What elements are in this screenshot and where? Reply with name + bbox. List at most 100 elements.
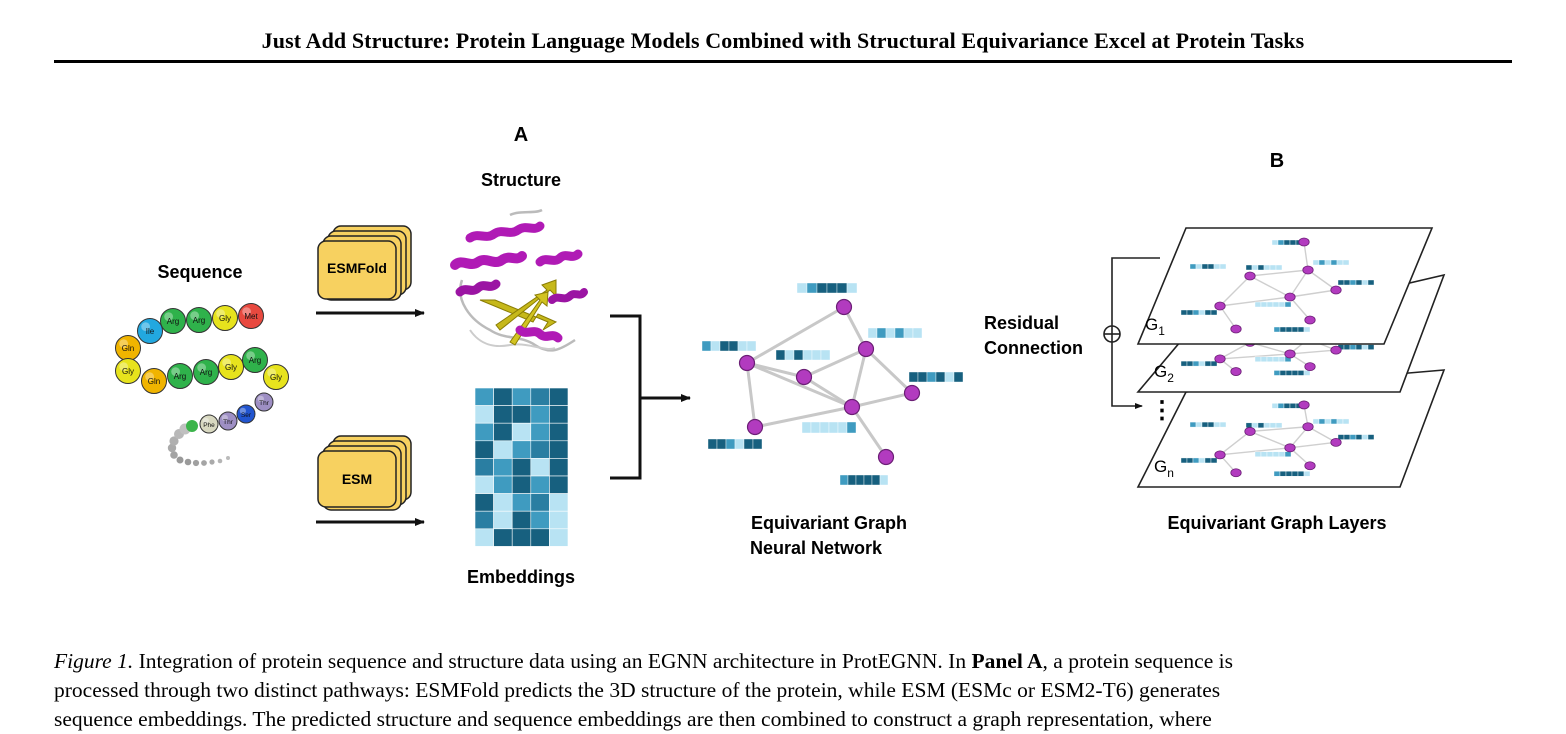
heatmap-cell (511, 528, 532, 547)
heatmap-cell (530, 458, 550, 477)
esmfold-box: ESMFold (317, 225, 412, 301)
residue-bead: Arg (167, 363, 193, 389)
residue-label: Gly (225, 363, 237, 372)
node-feature-vector (801, 421, 857, 434)
residual-connection (1103, 257, 1160, 409)
graph-node (738, 354, 756, 372)
residue-label: Thr (259, 400, 270, 407)
residue-label: Ser (241, 412, 252, 419)
heatmap-cell (493, 475, 513, 494)
graph-node (1230, 324, 1242, 334)
structure-label: Structure (481, 170, 561, 190)
caption-line-1-text: Integration of protein sequence and stru… (133, 649, 972, 673)
caption-panel-a: Panel A (971, 649, 1043, 673)
esmfold-label: ESMFold (327, 260, 387, 276)
heatmap-cell (549, 387, 569, 406)
graph-node (1304, 362, 1316, 372)
graph-node (1244, 427, 1256, 436)
node-feature-vector (1180, 360, 1218, 367)
esm-box: ESM (317, 435, 412, 511)
heatmap-cell (474, 440, 494, 459)
caption-line-2: processed through two distinct pathways:… (54, 678, 1221, 702)
caption-line-3: sequence embeddings. The predicted struc… (54, 707, 1212, 731)
heatmap-cell (530, 528, 550, 547)
node-feature-vector (1254, 301, 1292, 308)
title-rule (54, 60, 1512, 63)
residue-label: Gln (122, 344, 134, 353)
residue-bead: Ile (137, 318, 163, 344)
caption-line-1: Figure 1. Integration of protein sequenc… (54, 647, 1514, 676)
heatmap-cell (493, 528, 513, 547)
residue-bead: Gly (212, 305, 238, 331)
residue-label: Gly (270, 373, 282, 382)
heatmap-cell (493, 440, 513, 459)
egnn-label-line2: Neural Network (750, 538, 883, 558)
graph-node (1298, 400, 1310, 410)
node-feature-vector (1180, 457, 1218, 464)
graph-node (1304, 461, 1316, 471)
heatmap-cell (493, 422, 513, 442)
residual-label-line1: Residual (984, 313, 1059, 333)
node-feature-vector (1312, 259, 1350, 266)
graph-node (877, 448, 895, 466)
graph-layers-label: Equivariant Graph Layers (1167, 513, 1386, 533)
graph-edge (754, 405, 853, 429)
graph-edge (803, 375, 853, 409)
node-feature-vector (1245, 264, 1283, 271)
residue-bead: Gln (141, 368, 167, 394)
caption-lead: Figure 1. (54, 649, 134, 673)
graph-edge (850, 348, 868, 408)
running-title: Just Add Structure: Protein Language Mod… (261, 28, 1305, 53)
heatmap-cell (474, 493, 494, 512)
heatmap-cell (474, 405, 494, 424)
heatmap-cell (511, 475, 532, 494)
graph-layer-1: G1 (1136, 227, 1434, 345)
layer-ellipsis: ⋮ (1150, 397, 1174, 424)
graph-node (746, 418, 764, 436)
graph-node (795, 368, 813, 386)
graph-node (1330, 345, 1342, 355)
mini-graph (1180, 400, 1375, 478)
graph-node (1302, 265, 1314, 275)
heatmap-cell (511, 493, 532, 512)
panel-a-letter: A (514, 124, 528, 146)
heatmap-cell (493, 493, 513, 512)
node-feature-vector (1245, 422, 1283, 429)
residue-label: Ile (146, 327, 155, 336)
node-feature-vector (701, 340, 757, 352)
panel-b-letter: B (1270, 150, 1284, 172)
residual-add-icon (1103, 325, 1121, 343)
heatmap-cell (511, 458, 532, 477)
graph-edge (864, 347, 914, 395)
heatmap-cell (474, 458, 494, 477)
protein-structure-image (450, 208, 588, 352)
graph-layer-stack: Gn G2 G1 (1136, 227, 1446, 488)
heatmap-cell (549, 475, 569, 494)
layer-label-1: G1 (1145, 315, 1165, 338)
egnn-label-line1: Equivariant Graph (751, 513, 907, 533)
residue-bead: Ser (236, 404, 256, 424)
graph-node (1302, 422, 1314, 432)
graph-layer-n: Gn (1136, 369, 1446, 488)
residue-label: Gly (122, 367, 134, 376)
graph-node (1214, 450, 1226, 460)
graph-node (1284, 292, 1296, 302)
heatmap-cell (549, 405, 569, 424)
heatmap-cell (549, 493, 569, 512)
caption-line-1-tail: , a protein sequence is (1042, 649, 1233, 673)
node-feature-vector (1254, 356, 1292, 362)
egnn-graph (701, 282, 964, 486)
residue-bead: Arg (160, 308, 186, 334)
node-feature-vector (1337, 434, 1375, 440)
heatmap-cell (530, 422, 550, 442)
heatmap-cell (493, 458, 513, 477)
node-feature-vector (1337, 344, 1375, 350)
graph-node (1214, 354, 1226, 364)
heatmap-cell (511, 440, 532, 459)
merge-bracket (610, 314, 642, 480)
node-feature-vector (775, 349, 831, 361)
embeddings-heatmap (474, 387, 569, 547)
esm-label: ESM (342, 471, 372, 487)
heatmap-cell (474, 528, 494, 547)
heatmap-cell (530, 387, 550, 406)
